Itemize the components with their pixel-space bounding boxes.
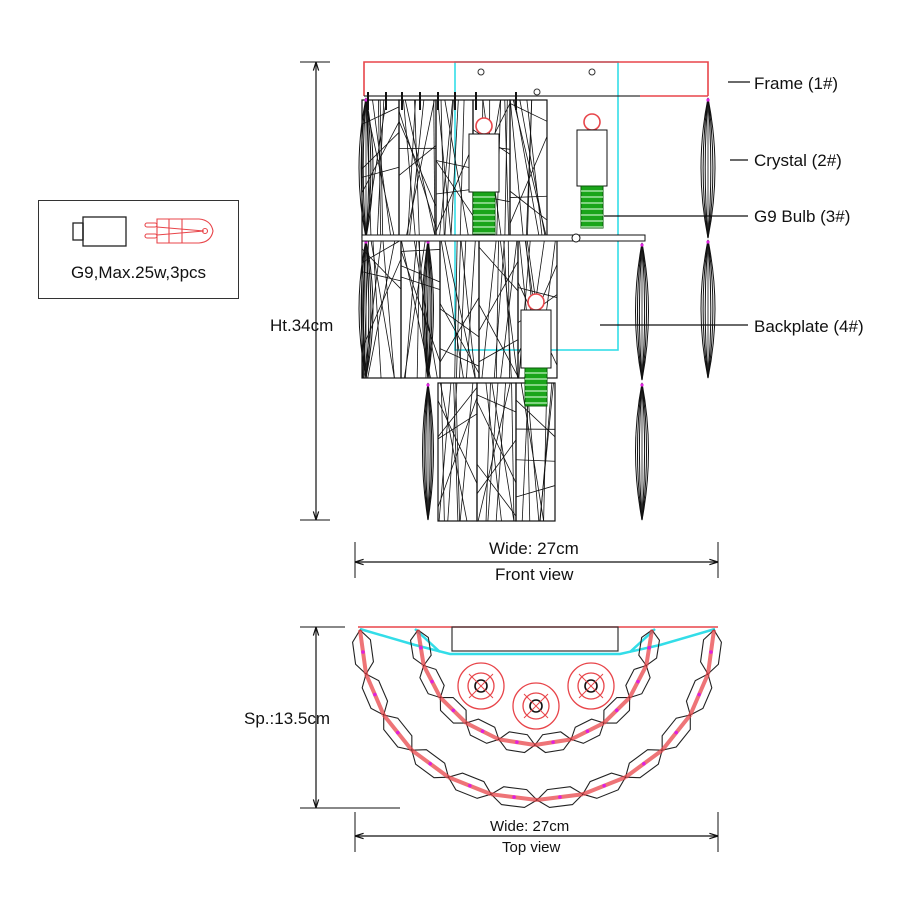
frame xyxy=(363,61,709,96)
crystal-hook xyxy=(426,383,430,387)
crystal-pendant xyxy=(635,242,649,381)
crystal-top-view xyxy=(660,713,692,752)
arm-joint xyxy=(571,233,581,243)
crystal-top-view xyxy=(410,748,450,779)
depth-dimension-label: Sp.:13.5cm xyxy=(244,709,330,728)
g9-socket-icon xyxy=(72,216,127,247)
front-view-title: Front view xyxy=(495,565,574,584)
crystal-pendant xyxy=(700,97,716,239)
crystal-top-view xyxy=(465,718,500,744)
mount-hole xyxy=(533,88,541,96)
front-width-dimension xyxy=(354,558,719,566)
crystal-hook xyxy=(640,243,644,247)
crystal-top-view xyxy=(570,718,605,744)
crystal-pendant xyxy=(422,382,434,521)
top-width-dimension xyxy=(354,832,719,840)
bulb-top-view xyxy=(512,682,560,730)
top-width-label: Wide: 27cm xyxy=(490,818,570,835)
crystal-top-view xyxy=(498,731,536,754)
front-width-label: Wide: 27cm xyxy=(489,539,579,558)
crystal-top-view xyxy=(534,731,572,754)
support-arm xyxy=(361,234,646,242)
crystal-hook xyxy=(706,98,710,102)
bulb-legend-box: G9,Max.25w,3pcs xyxy=(38,200,239,299)
crystal-pendant xyxy=(358,97,374,239)
bulb-spec-caption: G9,Max.25w,3pcs xyxy=(70,263,207,282)
crystal-pendant xyxy=(635,382,649,521)
height-dimension-label: Ht.34cm xyxy=(270,316,334,335)
crystal-top-view xyxy=(490,786,538,809)
part-label-bulb: G9 Bulb (3#) xyxy=(754,207,851,226)
crystal-pendant xyxy=(700,239,716,379)
crystal-top-view xyxy=(419,664,445,699)
crystal-top-view xyxy=(625,664,651,699)
crystal-top-view xyxy=(438,696,468,725)
bulb-top-view xyxy=(567,662,615,710)
bulb-top-view xyxy=(457,662,505,710)
crystal-hook xyxy=(364,98,368,102)
crystal-pendant xyxy=(358,239,374,379)
g9-bulb-icon xyxy=(144,218,214,244)
crystal-top-view xyxy=(685,673,713,716)
crystal-top-view xyxy=(382,713,414,752)
crystal-top-view xyxy=(581,772,627,799)
g9-bulb xyxy=(468,117,500,235)
height-dimension xyxy=(312,61,320,521)
crystal-top-view xyxy=(624,748,664,779)
crystal-hook xyxy=(640,383,644,387)
top-view-title: Top view xyxy=(502,839,561,856)
crystal-panel xyxy=(509,99,548,239)
crystal-hook xyxy=(706,240,710,244)
part-label-frame: Frame (1#) xyxy=(754,74,839,93)
part-label-backplate: Backplate (4#) xyxy=(754,317,864,336)
g9-bulb xyxy=(520,293,552,407)
top-backplate-outline xyxy=(359,627,716,656)
crystal-top-view xyxy=(536,786,584,809)
crystal-top-view xyxy=(447,772,493,799)
front-view-drawing xyxy=(358,61,750,522)
crystal-panel xyxy=(400,239,441,379)
crystal-top-view xyxy=(699,629,722,675)
mount-hole xyxy=(588,68,596,76)
crystal-top-view xyxy=(638,629,661,667)
crystal-top-view xyxy=(352,629,375,675)
g9-bulb xyxy=(576,113,608,229)
mount-hole xyxy=(477,68,485,76)
depth-dimension xyxy=(312,626,320,809)
crystal-pendant xyxy=(422,239,434,379)
crystal-panel xyxy=(478,239,519,379)
crystal-top-view xyxy=(361,673,389,716)
crystal-panel xyxy=(398,99,437,239)
crystal-panel xyxy=(476,382,517,522)
top-view-drawing xyxy=(352,626,722,809)
top-backplate-box xyxy=(451,626,619,652)
dimension-lines xyxy=(300,61,719,852)
crystal-panel xyxy=(437,382,478,522)
part-label-crystal: Crystal (2#) xyxy=(754,151,842,170)
crystal-panel xyxy=(439,239,480,379)
